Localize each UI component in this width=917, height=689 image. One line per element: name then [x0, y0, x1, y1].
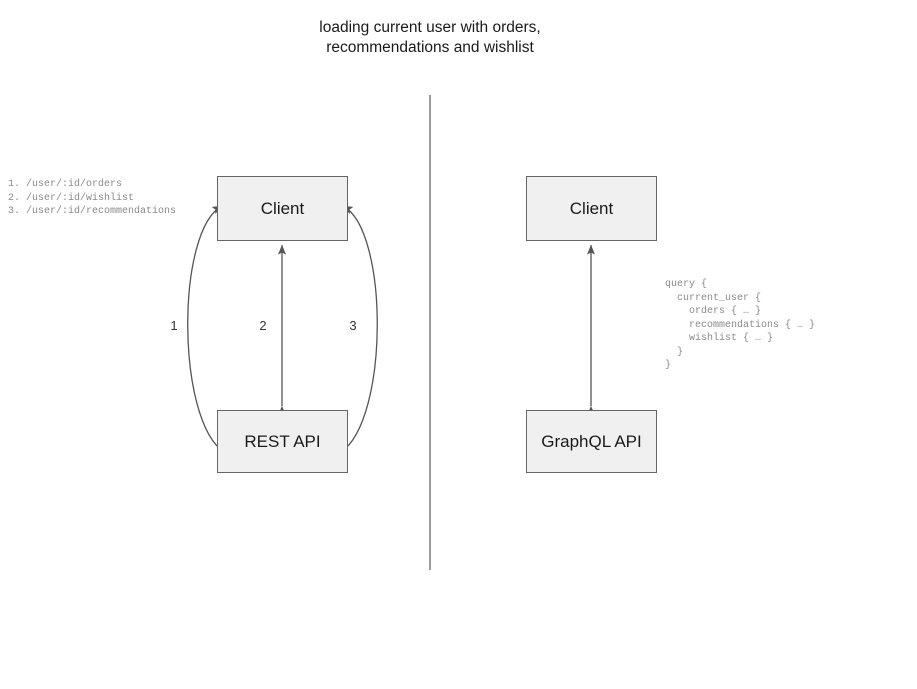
- graphql-query-snippet: query { current_user { orders { … } reco…: [665, 279, 816, 371]
- node-graphql-api[interactable]: GraphQL API: [526, 410, 657, 473]
- page-title: loading current user with orders, recomm…: [319, 19, 541, 56]
- edge-label-1: 1: [170, 318, 178, 333]
- edge-label-2: 2: [259, 318, 267, 333]
- edge-label-3: 3: [349, 318, 357, 333]
- rest-endpoint-list: 1. /user/:id/orders 2. /user/:id/wishlis…: [8, 179, 177, 217]
- rest-edge-1-orders: [187, 205, 235, 461]
- node-rest-api[interactable]: REST API: [217, 410, 348, 473]
- node-graphql-client[interactable]: Client: [526, 176, 657, 241]
- rest-edge-3-recommendations: [330, 205, 378, 461]
- node-rest-client[interactable]: Client: [217, 176, 348, 241]
